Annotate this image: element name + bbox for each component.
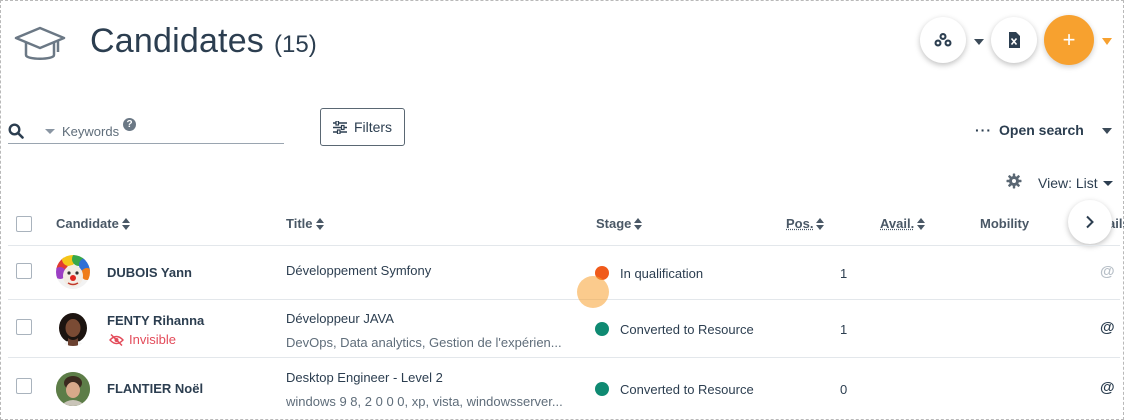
row-checkbox[interactable]	[16, 319, 32, 335]
sort-icon	[634, 217, 643, 230]
candidate-count: (15)	[274, 31, 317, 58]
sort-icon	[315, 217, 324, 230]
row-checkbox[interactable]	[16, 378, 32, 394]
excel-file-icon	[1009, 32, 1020, 48]
more-dots-icon: ···	[975, 122, 992, 138]
column-mobility[interactable]: Mobility	[980, 216, 1029, 231]
at-sign-icon[interactable]: @	[1100, 379, 1115, 396]
invisible-badge: Invisible	[109, 332, 176, 347]
candidate-name[interactable]: FENTY Rihanna	[107, 313, 205, 328]
open-search-button[interactable]: ··· Open search	[975, 122, 1084, 138]
avatar	[56, 312, 90, 346]
candidate-name[interactable]: DUBOIS Yann	[107, 265, 193, 280]
open-search-dropdown[interactable]	[1102, 128, 1112, 134]
view-selector[interactable]: View: List	[1038, 175, 1098, 191]
column-stage[interactable]: Stage	[596, 216, 643, 231]
stage-status-dot	[595, 382, 609, 396]
candidate-title: Développement Symfony	[286, 263, 432, 278]
column-pos[interactable]: Pos.	[786, 216, 825, 231]
gear-icon[interactable]	[1006, 173, 1022, 189]
open-search-label: Open search	[999, 122, 1084, 138]
group-icon	[934, 33, 952, 47]
keywords-input[interactable]: Keywords	[62, 124, 120, 139]
filters-button[interactable]: Filters	[320, 108, 405, 146]
candidate-skills: windows 9 8, 2 0 0 0, xp, vista, windows…	[286, 394, 563, 409]
view-selector-caret[interactable]	[1103, 181, 1113, 186]
column-pos-label: Pos.	[786, 216, 814, 231]
sort-icon	[121, 217, 130, 230]
sort-icon	[816, 217, 825, 230]
column-stage-label: Stage	[596, 216, 632, 231]
graduation-cap-icon	[14, 26, 66, 60]
group-actions-button[interactable]	[920, 17, 966, 63]
column-avail-label: Avail.	[880, 216, 915, 231]
avatar	[56, 255, 90, 289]
candidate-positions: 1	[840, 322, 848, 337]
filters-label: Filters	[353, 119, 393, 135]
candidate-name[interactable]: FLANTIER Noël	[107, 381, 204, 396]
keywords-underline	[8, 143, 284, 144]
eye-slash-icon	[109, 333, 124, 346]
at-sign-icon[interactable]: @	[1100, 263, 1115, 280]
at-sign-icon[interactable]: @	[1100, 319, 1115, 336]
header-divider	[8, 245, 1120, 246]
search-icon[interactable]	[8, 123, 24, 139]
avatar	[56, 372, 90, 406]
row-divider	[8, 357, 1120, 358]
invisible-label: Invisible	[129, 332, 176, 347]
candidate-title: Développeur JAVA	[286, 311, 394, 326]
export-excel-button[interactable]	[991, 17, 1037, 63]
candidate-positions: 1	[840, 266, 848, 281]
row-divider	[8, 299, 1120, 300]
row-checkbox[interactable]	[16, 263, 32, 279]
chevron-right-icon	[1086, 215, 1094, 229]
select-all-checkbox[interactable]	[16, 216, 32, 232]
candidate-stage: Converted to Resource	[620, 322, 754, 337]
column-candidate[interactable]: Candidate	[56, 216, 130, 231]
group-actions-dropdown[interactable]	[974, 39, 984, 45]
candidate-positions: 0	[840, 382, 848, 397]
column-title[interactable]: Title	[286, 216, 324, 231]
plus-icon: +	[1062, 27, 1076, 52]
column-mobility-label: Mobility	[980, 216, 1030, 231]
column-title-label: Title	[286, 216, 313, 231]
column-avail[interactable]: Avail.	[880, 216, 926, 231]
stage-status-dot	[595, 322, 609, 336]
help-icon[interactable]: ?	[123, 118, 136, 131]
candidate-title: Desktop Engineer - Level 2	[286, 370, 443, 385]
keywords-type-dropdown[interactable]	[45, 129, 55, 134]
candidate-stage: In qualification	[620, 266, 704, 281]
add-candidate-button[interactable]: +	[1044, 15, 1094, 65]
scroll-columns-right-button[interactable]	[1068, 200, 1112, 244]
candidate-stage: Converted to Resource	[620, 382, 754, 397]
column-details[interactable]: ails	[1108, 216, 1124, 231]
candidate-skills: DevOps, Data analytics, Gestion de l'exp…	[286, 335, 562, 350]
add-candidate-dropdown[interactable]	[1102, 38, 1112, 45]
column-candidate-label: Candidate	[56, 216, 119, 231]
page-title: Candidates	[90, 22, 265, 60]
sliders-icon	[332, 120, 347, 134]
cursor-highlight	[577, 276, 609, 308]
sort-icon	[917, 217, 926, 230]
